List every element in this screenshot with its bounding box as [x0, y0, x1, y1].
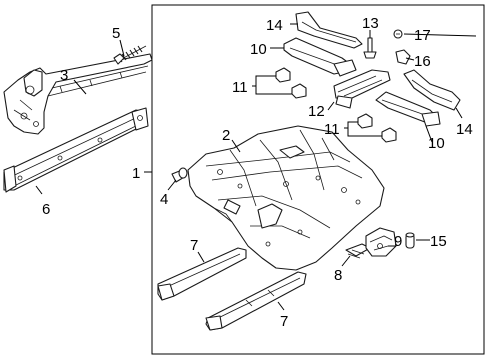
callout-3: 3: [60, 67, 68, 84]
callout-14-upper: 14: [266, 17, 283, 34]
grommet: [405, 232, 415, 249]
callout-14-lower: 14: [456, 121, 473, 138]
crossmember-right: [375, 91, 441, 127]
crossmember-patch: [365, 227, 397, 257]
callout-4: 4: [160, 191, 168, 208]
stud: [363, 37, 377, 59]
callout-2: 2: [222, 127, 230, 144]
callout-7-upper: 7: [190, 237, 198, 254]
seat-support-left: [333, 69, 391, 109]
callout-1: 1: [132, 165, 140, 182]
callout-9: 9: [394, 233, 402, 250]
spring-clip: [113, 45, 147, 65]
callout-16: 16: [414, 53, 431, 70]
callout-12: 12: [308, 103, 325, 120]
assembly-group-frame: [151, 4, 485, 355]
brace-left: [295, 11, 363, 49]
bolt: [393, 29, 403, 39]
callout-5: 5: [112, 25, 120, 42]
mount-bracket: [275, 67, 307, 99]
brace-right: [403, 69, 461, 111]
side-rail-assembly: [3, 53, 153, 135]
callout-11-lower: 11: [324, 121, 340, 138]
callout-10-lower: 10: [428, 135, 445, 152]
callout-11-upper: 11: [232, 79, 248, 96]
sill-extension-rear: [205, 271, 307, 331]
crossmember-left: [283, 37, 357, 77]
callout-10-upper: 10: [250, 41, 267, 58]
callout-6: 6: [42, 201, 50, 218]
callout-17: 17: [414, 27, 431, 44]
seat-support-right: [357, 113, 397, 143]
callout-13: 13: [362, 15, 379, 32]
plug: [171, 167, 188, 183]
callout-7-lower: 7: [280, 313, 288, 330]
floor-pan: [187, 125, 385, 271]
sill-extension-front: [157, 247, 247, 301]
clip: [395, 49, 411, 65]
rocker-panel: [3, 107, 149, 193]
callout-8: 8: [334, 267, 342, 284]
callout-15: 15: [430, 233, 447, 250]
